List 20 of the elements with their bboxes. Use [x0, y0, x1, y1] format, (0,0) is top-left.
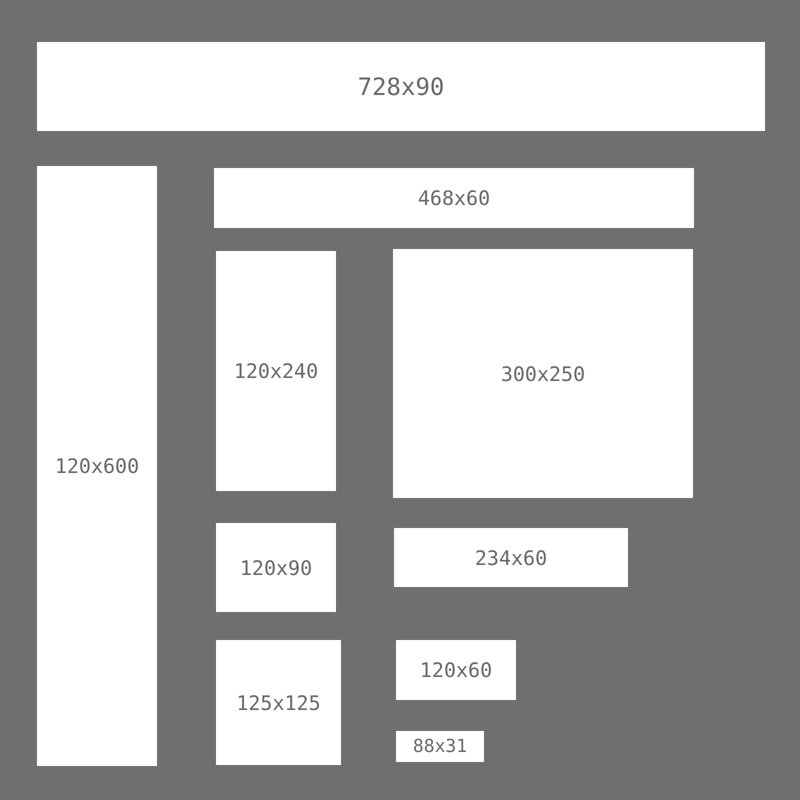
- ad-slot-box: [214, 168, 694, 228]
- size-label: 300x250: [500, 362, 586, 386]
- size-label: 120x90: [240, 556, 312, 580]
- ad-slot-box: [216, 251, 336, 491]
- size-label: 234x60: [474, 546, 548, 570]
- size-label: 468x60: [418, 186, 490, 210]
- size-label: 120x60: [420, 658, 492, 682]
- ad-slot-box: [216, 523, 336, 612]
- ad-slot-box: [396, 640, 516, 700]
- ad-slot-box: [216, 640, 341, 765]
- size-label: 120x240: [234, 359, 318, 383]
- ad-slot-box: [396, 731, 484, 762]
- ad-slot-box: [394, 528, 628, 587]
- ad-slot-box: [37, 166, 157, 766]
- size-label: 728x90: [358, 72, 444, 100]
- ad-slot-box: [37, 42, 765, 131]
- size-label: 88x31: [412, 736, 468, 757]
- ad-slot-box: [393, 249, 693, 498]
- size-label: 125x125: [236, 690, 321, 714]
- size-label: 120x600: [54, 454, 140, 478]
